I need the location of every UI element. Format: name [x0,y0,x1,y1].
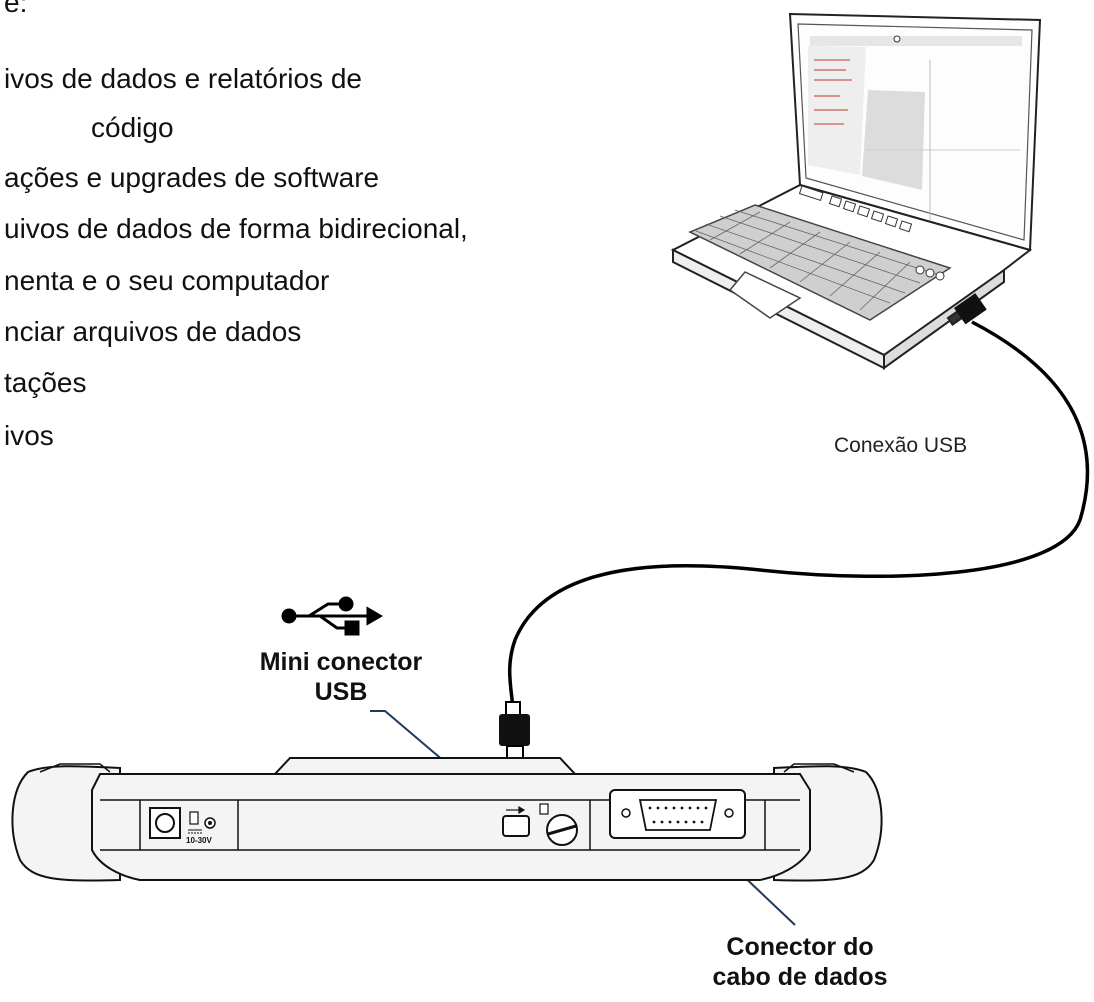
sd-card-icon [539,803,578,846]
top-fragment: e: [4,0,28,18]
usb-icon [281,596,383,636]
laptop-icon [670,12,1042,370]
bullet-item: tações [4,367,87,398]
bullet-item: uivos de dados de forma bidirecional, [4,213,468,244]
data-cable-label: Conector do cabo de dados [690,932,910,992]
mini-usb-label-line1: Mini conector [259,648,423,676]
mini-usb-label: Mini conector USB [226,647,456,707]
power-voltage-label: 10-30V [186,836,212,845]
bullet-item: nciar arquivos de dados [4,316,302,347]
db15-connector-icon [609,789,746,839]
bullet-item: ivos de dados e relatórios de [4,63,362,94]
bullet-item: nenta e o seu computador [4,265,330,296]
data-cable-label-line2: cabo de dados [712,963,888,991]
device-icon [11,757,883,882]
power-jack-icon [149,807,216,839]
usb-connection-label: Conexão USB [834,434,968,457]
data-cable-label-line1: Conector do [726,933,874,961]
bullet-item: ações e upgrades de software [4,162,380,193]
bullet-item: código [91,112,174,143]
bullet-item: ivos [4,420,54,451]
mini-usb-label-line2: USB [314,678,368,706]
usb-cable [499,293,1090,771]
